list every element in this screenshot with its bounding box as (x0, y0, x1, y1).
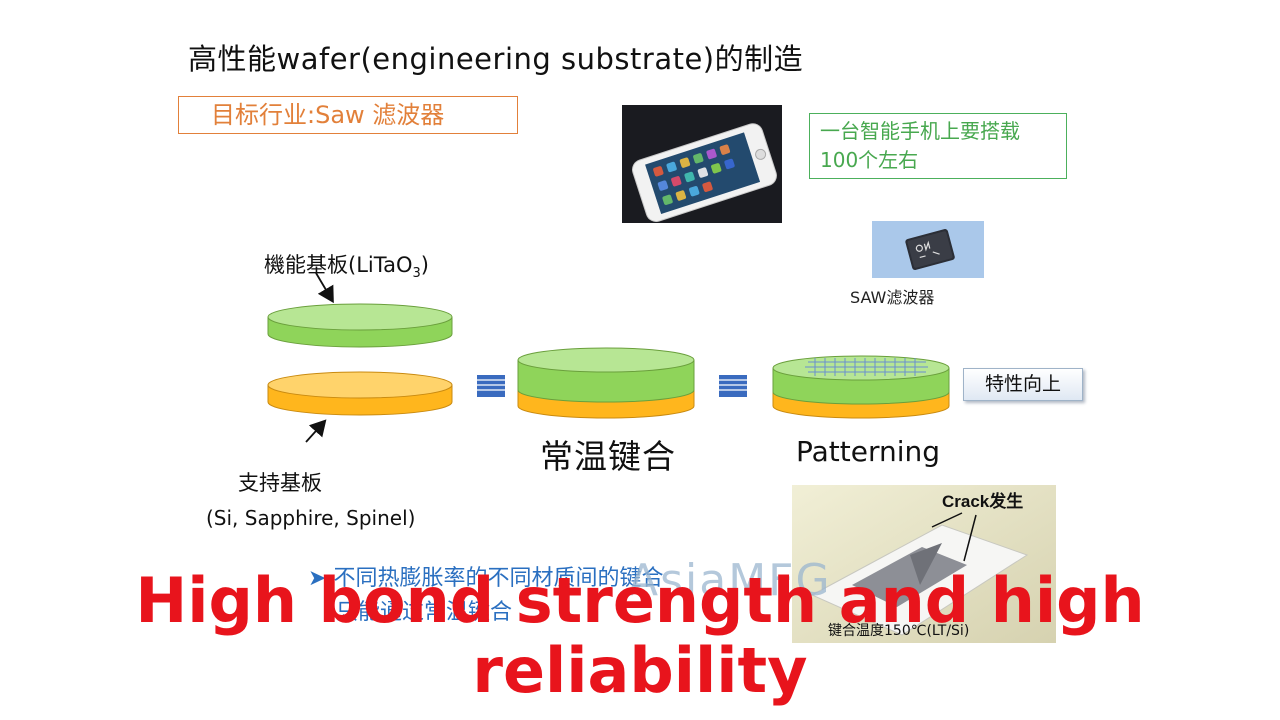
watermark: AsiaMFG (628, 555, 832, 606)
bullet-item-1-text: 不同热膨胀率的不同材质间的键合 (333, 566, 664, 591)
functional-substrate-text: 機能基板(LiTaO (264, 253, 413, 277)
support-substrate-arrow (305, 419, 327, 443)
process-step-arrow-1 (477, 375, 505, 397)
saw-chip-photo (872, 221, 984, 278)
target-industry-box: 目标行业:Saw 滤波器 (178, 96, 518, 134)
smartphone-note-box: 一台智能手机上要搭载100个左右 (809, 113, 1067, 179)
functional-substrate-disk (267, 303, 453, 348)
bullet-arrow-icon: ➤ (308, 566, 334, 591)
crack-photo: Crack发生 键合温度150℃(LT/Si) (792, 485, 1056, 643)
support-substrate-disk (267, 371, 453, 416)
crack-label: Crack发生 (942, 491, 1023, 511)
functional-substrate-suffix: ) (420, 253, 429, 277)
process-step-arrow-2 (719, 375, 747, 397)
functional-substrate-subscript: 3 (412, 266, 421, 282)
patterned-wafer-stack (772, 355, 950, 419)
smartphone-photo (622, 105, 782, 223)
saw-filter-caption: SAW滤波器 (850, 288, 935, 307)
property-improvement-button: 特性向上 (963, 368, 1083, 401)
crack-caption: 键合温度150℃(LT/Si) (828, 623, 969, 639)
video-subtitle-line-1: High bond strength and high (135, 564, 1145, 637)
functional-substrate-arrow (315, 272, 334, 304)
bonded-wafer-stack (517, 347, 695, 419)
support-substrate-materials: (Si, Sapphire, Spinel) (206, 506, 416, 530)
bullet-item-1: ➤ 不同热膨胀率的不同材质间的键合 (308, 560, 663, 592)
room-temperature-bonding-label: 常温键合 (540, 437, 676, 476)
video-subtitle-line-2: reliability (472, 634, 808, 707)
slide-title: 高性能wafer(engineering substrate)的制造 (188, 42, 804, 76)
patterning-label: Patterning (796, 435, 941, 468)
bullet-item-2: 只能通过常温键合 (336, 600, 513, 625)
functional-substrate-label: 機能基板(LiTaO3) (264, 249, 429, 281)
support-substrate-label: 支持基板 (238, 471, 322, 495)
